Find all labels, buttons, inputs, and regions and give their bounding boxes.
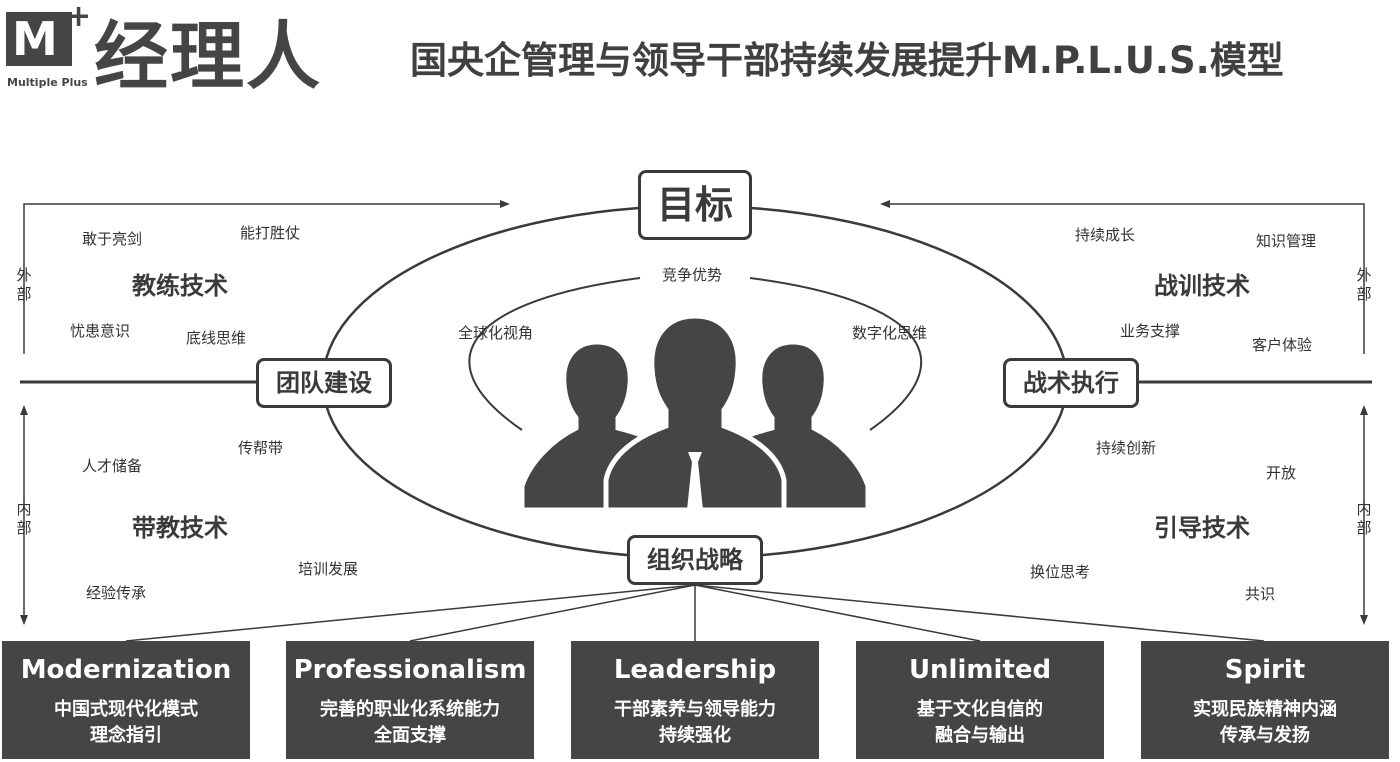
fan-line-2 — [409, 584, 696, 642]
arrowhead-right — [500, 200, 510, 208]
arrowhead-left — [880, 200, 890, 208]
coach-tech-title: 教练技术 — [132, 272, 228, 300]
pillar-description: 干部素养与领导能力 持续强化 — [571, 697, 819, 749]
arrowhead-down-left — [20, 615, 28, 625]
right-external-bracket — [890, 203, 1365, 354]
guide-keyword: 开放 — [1266, 464, 1297, 482]
logo-name: 经理人 — [94, 14, 322, 100]
pillar-desc-line: 融合与输出 — [935, 725, 1025, 746]
pillar-desc-line: 传承与发扬 — [1220, 725, 1310, 746]
mentor-keyword: 培训发展 — [298, 560, 359, 578]
competitive-advantage-label: 竞争优势 — [662, 266, 723, 284]
fan-line-4 — [694, 584, 981, 642]
digital-thinking-label: 数字化思维 — [852, 324, 928, 342]
train-keyword: 持续成长 — [1075, 226, 1136, 244]
global-view-label: 全球化视角 — [458, 324, 534, 342]
arrowhead-up-left — [20, 405, 28, 415]
mentor-keyword: 经验传承 — [86, 584, 147, 602]
mentor-keyword: 传帮带 — [238, 439, 284, 457]
arrowhead-up-right — [1360, 405, 1368, 415]
pillar-desc-line: 理念指引 — [90, 725, 162, 746]
left-external-bracket — [23, 203, 500, 354]
coach-keyword: 底线思维 — [186, 329, 247, 347]
pillar-description: 基于文化自信的 融合与输出 — [856, 697, 1104, 749]
pillar-description: 完善的职业化系统能力 全面支撑 — [286, 697, 534, 749]
pillar-spirit: Spirit 实现民族精神内涵 传承与发扬 — [1141, 641, 1389, 759]
pillar-desc-line: 中国式现代化模式 — [54, 699, 198, 720]
guide-keyword: 共识 — [1245, 585, 1276, 603]
tactical-execution-node: 战术执行 — [1003, 358, 1139, 408]
logo-mark — [6, 12, 72, 66]
right-external-label: 外部 — [1356, 266, 1372, 303]
goal-node: 目标 — [638, 170, 752, 240]
logo-subtitle: Multiple Plus — [7, 76, 88, 89]
pillar-leadership: Leadership 干部素养与领导能力 持续强化 — [571, 641, 819, 759]
coach-keyword: 敢于亮剑 — [82, 230, 143, 248]
mentor-keyword: 人才储备 — [82, 457, 143, 475]
tie-icon — [687, 452, 703, 510]
train-keyword: 业务支撑 — [1120, 322, 1181, 340]
people-group-icon — [519, 313, 871, 513]
right-internal-label: 内部 — [1356, 500, 1372, 537]
left-external-label: 外部 — [16, 266, 32, 303]
logo-letter: M — [12, 12, 58, 66]
pillar-desc-line: 完善的职业化系统能力 — [320, 699, 500, 720]
pillar-professionalism: Professionalism 完善的职业化系统能力 全面支撑 — [286, 641, 534, 759]
coach-keyword: 能打胜仗 — [240, 224, 301, 242]
pillar-description: 中国式现代化模式 理念指引 — [2, 697, 250, 749]
fan-line-1 — [125, 584, 696, 642]
pillar-description: 实现民族精神内涵 传承与发扬 — [1141, 697, 1389, 749]
page-title: 国央企管理与领导干部持续发展提升M.P.L.U.S.模型 — [410, 39, 1284, 82]
pillar-title: Spirit — [1224, 655, 1306, 685]
pillar-desc-line: 全面支撑 — [374, 725, 446, 746]
pillar-title: Professionalism — [293, 655, 527, 685]
coach-keyword: 忧患意识 — [70, 322, 131, 340]
guide-keyword: 持续创新 — [1096, 439, 1157, 457]
pillar-title: Unlimited — [908, 655, 1052, 685]
fan-line-5 — [694, 584, 1265, 642]
train-tech-title: 战训技术 — [1154, 272, 1250, 300]
guide-keyword: 换位思考 — [1030, 563, 1091, 581]
logo-plus-icon: + — [66, 0, 92, 34]
pillar-desc-line: 实现民族精神内涵 — [1193, 699, 1337, 720]
pillar-title: Leadership — [613, 655, 777, 685]
pillar-title: Modernization — [20, 655, 232, 685]
guide-tech-title: 引导技术 — [1154, 514, 1250, 542]
arrowhead-down-right — [1360, 615, 1368, 625]
pillar-unlimited: Unlimited 基于文化自信的 融合与输出 — [856, 641, 1104, 759]
inner-arc-right — [749, 277, 923, 431]
mentor-tech-title: 带教技术 — [132, 514, 228, 542]
left-internal-label: 内部 — [16, 500, 32, 537]
train-keyword: 知识管理 — [1256, 232, 1317, 250]
train-keyword: 客户体验 — [1252, 336, 1313, 354]
pillar-desc-line: 干部素养与领导能力 — [614, 699, 776, 720]
pillar-desc-line: 基于文化自信的 — [917, 699, 1043, 720]
team-building-node: 团队建设 — [256, 358, 392, 408]
inner-arc-left — [468, 277, 641, 431]
pillar-modernization: Modernization 中国式现代化模式 理念指引 — [2, 641, 250, 759]
org-strategy-node: 组织战略 — [627, 535, 763, 585]
pillar-desc-line: 持续强化 — [659, 725, 731, 746]
